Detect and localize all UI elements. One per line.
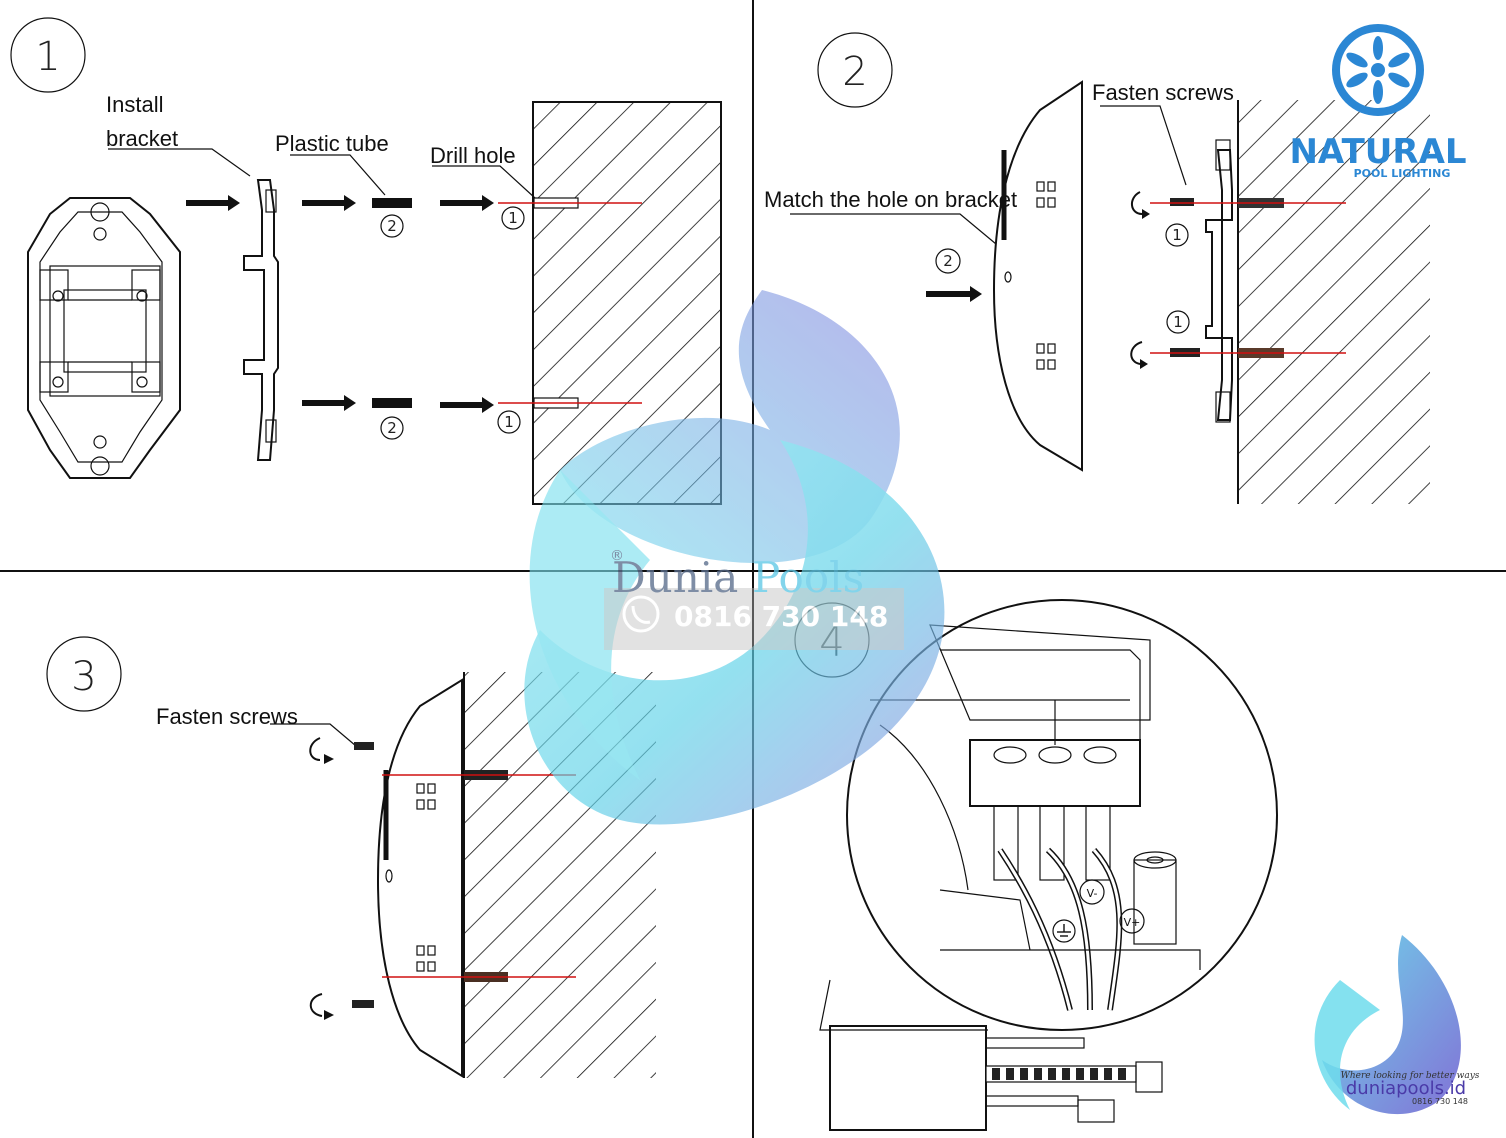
svg-text:V-: V-: [1087, 887, 1098, 900]
screw-top-2: 1: [1131, 191, 1194, 247]
svg-text:1: 1: [1172, 226, 1182, 244]
marker-1-top: 1: [501, 206, 525, 230]
whatsapp-icon: [622, 595, 660, 633]
install-bracket-leader: [108, 148, 251, 177]
pool-light-mounted-3: [376, 678, 463, 1078]
drill-hole-leader: [432, 165, 536, 199]
dunia-pools-watermark: ® Dunia Pools 0816 730 148: [524, 290, 945, 825]
svg-text:2: 2: [943, 252, 953, 270]
wall-section-2: [1150, 100, 1430, 504]
step-badge-3: 3: [46, 636, 122, 712]
svg-text:2: 2: [387, 217, 397, 235]
svg-text:2: 2: [387, 419, 397, 437]
bracket-side-view: [243, 179, 279, 461]
cable-wire-3: [985, 1095, 1079, 1107]
svg-text:1: 1: [508, 209, 518, 227]
screw-bottom-2: 1: [1130, 310, 1200, 369]
arrow-to-tube-top: [302, 195, 356, 211]
install-bracket-label-line2: bracket: [106, 126, 178, 151]
fasten-screws-label-2: Fasten screws: [1092, 80, 1234, 105]
fasten-screws-label-3: Fasten screws: [156, 704, 298, 729]
duniapools-corner-logo: Where looking for better ways duniapools…: [1314, 935, 1480, 1115]
step-number-3: 3: [71, 654, 96, 700]
arrow-to-bracket: [186, 195, 240, 211]
watermark-name-part2: Pools: [752, 553, 864, 602]
watermark-phone: 0816 730 148: [674, 600, 888, 633]
marker-2-panel2: 2: [935, 248, 961, 274]
arrow-to-hole-bottom: [440, 397, 494, 413]
match-hole-label: Match the hole on bracket: [764, 187, 1017, 212]
capacitor-component: [1133, 859, 1177, 945]
drill-hole-label: Drill hole: [430, 143, 516, 168]
pool-light-side-view-2: [992, 80, 1083, 472]
panel-2: 2 Fasten screws Match the hole on bracke…: [764, 24, 1467, 504]
watermark-name-part1: Dunia: [612, 553, 738, 602]
step-badge-2: 2: [817, 32, 893, 108]
corner-logo-slogan: Where looking for better ways: [1341, 1071, 1480, 1081]
match-hole-leader: [790, 213, 997, 245]
brand-name: NATURAL: [1289, 132, 1466, 172]
marker-1-bottom: 1: [497, 410, 521, 434]
arrow-to-light-2: [926, 286, 982, 302]
terminal-magnifier: V- V+: [846, 599, 1278, 1031]
plastic-tube-leader: [290, 154, 386, 196]
step-number-2: 2: [842, 49, 867, 95]
terminal-label-v-plus: V+: [1119, 908, 1145, 934]
screw-bottom-3: [309, 993, 374, 1020]
terminal-label-v-minus: V-: [1079, 879, 1105, 905]
marker-2-bottom: 2: [380, 416, 404, 440]
bracket-on-wall-2: [1205, 139, 1233, 423]
ground-symbol-icon: [1052, 919, 1076, 943]
bracket-front-view: [27, 197, 181, 479]
fasten-screws-leader-3: [270, 723, 357, 747]
plastic-tube-label: Plastic tube: [275, 131, 389, 156]
step-badge-1: 1: [10, 17, 86, 93]
svg-text:1: 1: [1173, 313, 1183, 331]
svg-text:V+: V+: [1124, 916, 1141, 929]
watermark-registered-mark: ®: [610, 548, 624, 564]
install-bracket-label-line1: Install: [106, 92, 163, 117]
fasten-screws-leader-2: [1100, 105, 1187, 186]
corner-logo-site: duniapools.id: [1346, 1078, 1466, 1099]
plastic-tube-bottom: [372, 398, 412, 408]
plastic-tube-top: [372, 198, 412, 208]
marker-2-top: 2: [380, 214, 404, 238]
natural-pool-lighting-logo: NATURAL POOL LIGHTING: [1289, 24, 1467, 180]
arrow-to-hole-top: [440, 195, 494, 211]
panel-4: 4 V-: [794, 599, 1278, 1131]
arrow-to-tube-bottom: [302, 395, 356, 411]
brand-tagline: POOL LIGHTING: [1354, 167, 1451, 180]
panel-1: 1 Install bracket Plastic tube Drill hol…: [10, 17, 722, 505]
svg-text:1: 1: [504, 413, 514, 431]
corner-logo-phone: 0816 730 148: [1412, 1097, 1468, 1106]
cable-assembly: [819, 979, 1163, 1131]
terminal-block: [969, 739, 1141, 807]
screw-top-3: [309, 737, 374, 764]
step-number-1: 1: [35, 34, 60, 80]
cable-wire-1: [985, 1037, 1085, 1049]
